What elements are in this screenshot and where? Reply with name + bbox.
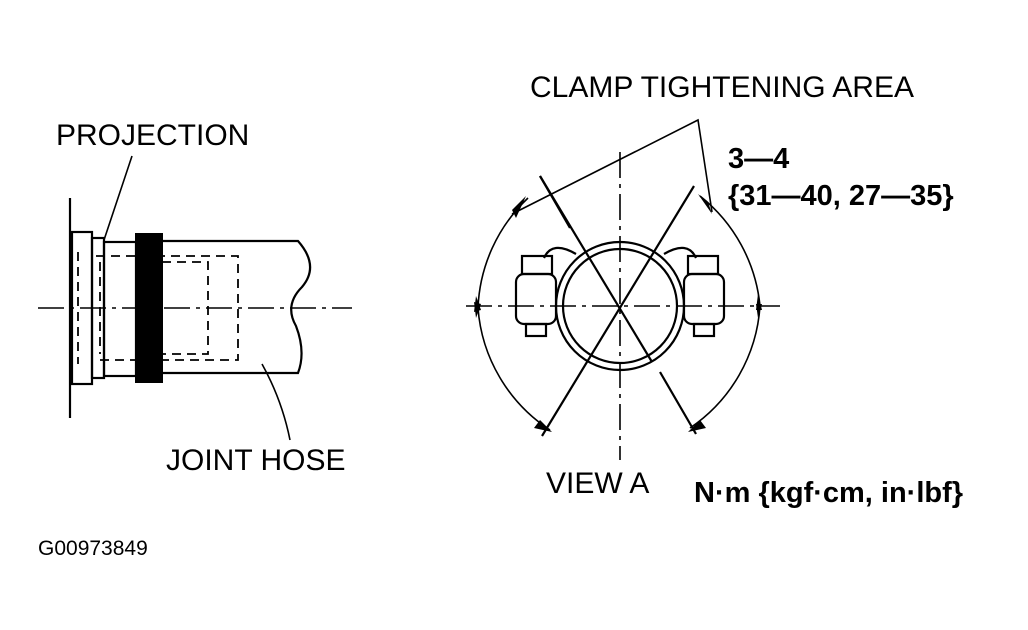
area-arc-left-lower (477, 307, 551, 431)
clamp-area-leader (511, 118, 713, 215)
joint-hose-label: JOINT HOSE (166, 444, 346, 477)
clamp-screw-right (663, 246, 726, 338)
screw-tip (524, 322, 548, 338)
screw-body (514, 272, 558, 326)
arrowhead (698, 194, 712, 214)
area-arc-right-upper (699, 195, 761, 307)
hose-end (102, 240, 138, 378)
torque-nm-value: 3—4 (728, 143, 790, 175)
arrowhead (534, 420, 552, 432)
clamp-area-label: CLAMP TIGHTENING AREA (530, 71, 914, 104)
joint-hose-body (162, 239, 312, 375)
view-a-label: VIEW A (546, 467, 650, 500)
clamp-screw-left (514, 246, 577, 338)
area-arc-left-upper (477, 197, 529, 309)
projection-leader (103, 155, 133, 241)
clamp-tab (542, 246, 577, 259)
hidden-pipe-outline (96, 255, 239, 361)
clamp-tab (663, 246, 698, 259)
limit-line-ext (659, 371, 697, 435)
joint-hose-leader (261, 363, 291, 441)
projection-label: PROJECTION (56, 119, 250, 152)
arrowhead (474, 302, 481, 318)
end-view (466, 118, 780, 460)
arrowhead (756, 304, 762, 318)
area-arc-right-lower (689, 305, 761, 429)
torque-other-units-value: {31—40, 27—35} (728, 180, 954, 212)
screw-tip (692, 322, 716, 338)
screw-head (520, 254, 554, 276)
limit-line-ext (539, 175, 571, 229)
torque-units-label: N·m {kgf·cm, in·lbf} (694, 477, 964, 509)
arrowhead (688, 420, 706, 432)
limit-line-right (541, 185, 695, 437)
screw-body (682, 272, 726, 326)
screw-head (686, 254, 720, 276)
figure-code: G00973849 (38, 537, 148, 560)
side-view (38, 155, 352, 441)
arrowhead (512, 196, 526, 218)
pipe-outer (561, 247, 679, 365)
